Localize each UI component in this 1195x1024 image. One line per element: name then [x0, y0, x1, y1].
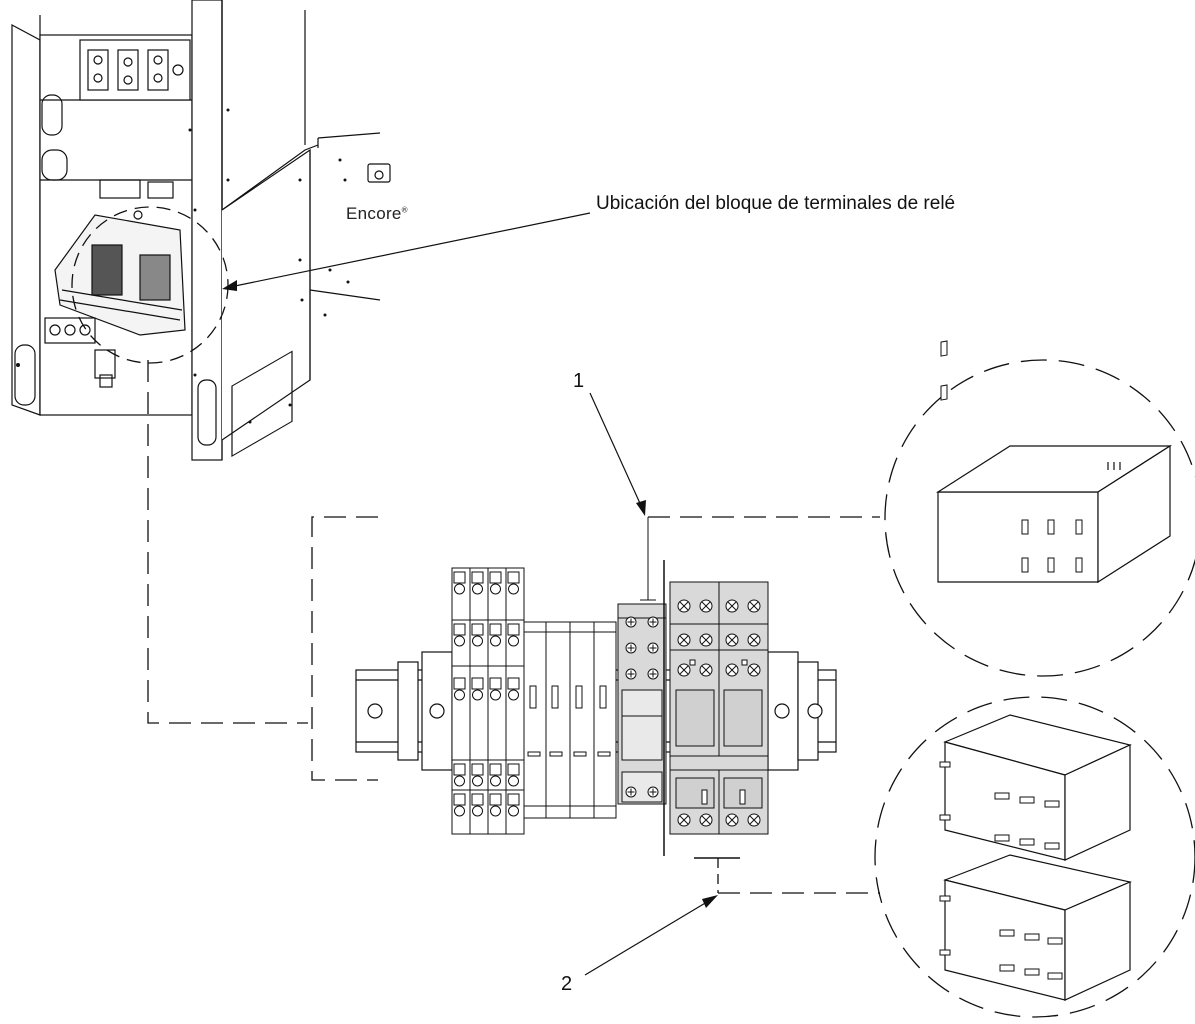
callout-number-1: 1 — [573, 370, 585, 392]
cabinet-rivets — [16, 108, 350, 424]
screw — [747, 663, 761, 677]
location-circle — [71, 206, 229, 364]
terminal-blocks — [451, 567, 525, 835]
screw — [699, 813, 713, 827]
terminal-cell — [471, 571, 484, 595]
terminal-cell — [507, 623, 520, 647]
terminal-cell — [507, 763, 520, 787]
screw — [699, 663, 713, 677]
terminal-cell — [507, 677, 520, 701]
screw — [677, 633, 691, 647]
fuse-clip — [597, 751, 611, 757]
relay-pin — [1024, 968, 1040, 976]
screw — [647, 616, 659, 628]
screw — [725, 663, 739, 677]
leader-line — [147, 360, 308, 724]
screw — [725, 633, 739, 647]
terminal-cell — [453, 677, 466, 701]
terminal-cell — [507, 793, 520, 817]
relay-pin — [939, 895, 951, 902]
screw — [677, 813, 691, 827]
terminal-cell — [471, 793, 484, 817]
fuse-clip — [549, 751, 563, 757]
pointer-1 — [589, 392, 880, 518]
detail-circle-relay-2 — [874, 696, 1195, 1018]
terminal-cell — [471, 677, 484, 701]
callout-number-2: 2 — [561, 973, 573, 995]
terminal-cell — [489, 677, 502, 701]
terminal-cell — [489, 763, 502, 787]
relay-pin — [939, 761, 951, 768]
callout-label: Ubicación del bloque de terminales de re… — [596, 193, 956, 214]
relay-pin — [999, 929, 1015, 937]
screw — [699, 599, 713, 613]
detail-circle-relay-1 — [884, 340, 1195, 677]
relay-pin — [1024, 933, 1040, 941]
terminal-cell — [507, 571, 520, 595]
fuse-clip — [573, 751, 587, 757]
relay-module — [617, 517, 667, 856]
screw — [747, 813, 761, 827]
terminal-cell — [471, 763, 484, 787]
callout-arrow — [222, 212, 591, 291]
screw — [647, 786, 659, 798]
screw — [647, 668, 659, 680]
relay-pin — [939, 949, 951, 956]
assembly-bracket — [311, 516, 378, 781]
screw — [699, 633, 713, 647]
brand-mark: ® — [401, 205, 408, 215]
relay-pin — [1019, 796, 1035, 804]
brand-logo: Encore® — [346, 204, 408, 224]
terminal-cell — [453, 793, 466, 817]
screw — [725, 599, 739, 613]
screw — [747, 633, 761, 647]
fuse-slots — [527, 685, 611, 757]
relay-pin — [994, 834, 1010, 842]
screw — [625, 786, 637, 798]
terminal-cell — [489, 793, 502, 817]
fuse-slot — [575, 685, 583, 709]
terminal-cell — [453, 623, 466, 647]
relay-pin — [1044, 842, 1060, 850]
terminal-cell — [489, 623, 502, 647]
relay-sockets — [669, 581, 769, 835]
fuse-holders — [523, 621, 617, 819]
relay-pin — [999, 964, 1015, 972]
terminal-cell — [489, 571, 502, 595]
relay-pin — [1047, 972, 1063, 980]
relay-pin — [994, 792, 1010, 800]
brand-text: Encore — [346, 204, 402, 223]
terminal-cell — [453, 571, 466, 595]
screw — [625, 668, 637, 680]
terminal-cell — [453, 763, 466, 787]
cabinet-unit — [11, 0, 391, 461]
fuse-clip — [527, 751, 541, 757]
screw — [677, 599, 691, 613]
screw — [625, 616, 637, 628]
screw — [647, 642, 659, 654]
pointer-2 — [584, 857, 880, 976]
fuse-slot — [599, 685, 607, 709]
fuse-slot — [551, 685, 559, 709]
relay-pin — [1019, 838, 1035, 846]
screw — [725, 813, 739, 827]
screw — [747, 599, 761, 613]
fuse-slot — [529, 685, 537, 709]
screw — [677, 663, 691, 677]
screw — [625, 642, 637, 654]
relay-pin — [1047, 937, 1063, 945]
relay-pin — [1044, 800, 1060, 808]
terminal-cell — [471, 623, 484, 647]
relay-pin — [939, 814, 951, 821]
